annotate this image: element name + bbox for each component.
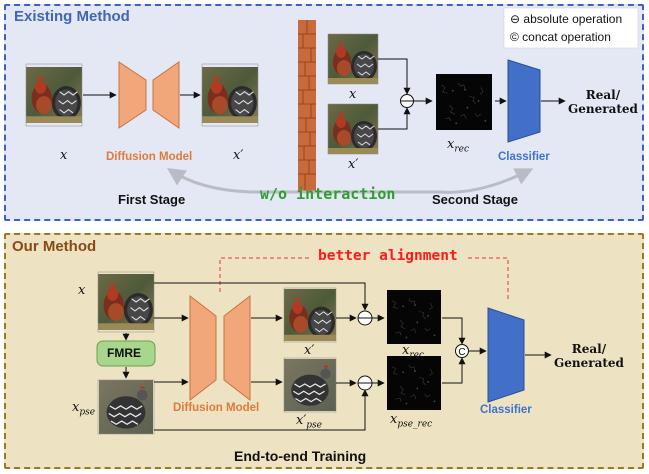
alignment-line-right bbox=[468, 257, 509, 300]
fmre-label: FMRE bbox=[107, 346, 141, 360]
residual-image-xrec bbox=[435, 74, 493, 130]
arrow-x-bypass-to-absolute bbox=[154, 282, 369, 311]
bottom-input-image-x bbox=[97, 271, 155, 333]
classifier-bottom bbox=[487, 307, 525, 403]
pseudo-image-xpse bbox=[97, 379, 155, 435]
label-xrec-bottom-sub: rec bbox=[409, 350, 425, 361]
absolute-operation-icon-lower bbox=[357, 375, 373, 391]
svg-text:C: C bbox=[458, 347, 465, 358]
arrow-xpse-rec-to-concat bbox=[442, 357, 466, 384]
our-method-title: Our Method bbox=[12, 238, 97, 255]
label-classifier-bottom: Classifier bbox=[480, 404, 532, 416]
label-xprime-pse: x′pse bbox=[296, 413, 323, 431]
label-xpse-rec-sub: pse_rec bbox=[397, 419, 433, 430]
diffusion-model-top bbox=[118, 61, 180, 129]
output-generated-top: Generated bbox=[568, 102, 638, 116]
bottom-residual-xrec bbox=[386, 290, 442, 344]
label-xpse-sub: pse bbox=[79, 407, 96, 418]
bottom-residual-xpse-rec bbox=[386, 356, 442, 410]
no-interaction-arc bbox=[167, 168, 534, 194]
concat-operation-icon: C bbox=[455, 344, 469, 358]
classifier-top bbox=[507, 59, 541, 143]
output-real-bottom: Real/ bbox=[571, 342, 607, 356]
label-xprime-pse-sub: pse bbox=[306, 420, 323, 431]
label-classifier-top: Classifier bbox=[498, 151, 550, 163]
output-real-generated-top: Real/ Generated bbox=[568, 88, 638, 116]
arrow-xprime-to-absolute bbox=[378, 107, 411, 130]
legend-concat-operation: © concat operation bbox=[510, 30, 611, 44]
alignment-line-left bbox=[219, 257, 310, 292]
label-diffusion-model-top: Diffusion Model bbox=[106, 151, 193, 163]
input-image-x bbox=[25, 63, 83, 127]
legend-box bbox=[503, 7, 639, 49]
label-xrec-top: xrec bbox=[447, 137, 470, 155]
label-stack-xprime: x′ bbox=[348, 157, 359, 172]
label-x-bottom: x bbox=[78, 283, 86, 298]
label-xpse: xpse bbox=[72, 400, 96, 418]
reconstructed-image-xprime bbox=[201, 63, 259, 127]
label-x-top: x bbox=[60, 148, 68, 163]
label-xpse-rec: xpse_rec bbox=[390, 412, 433, 430]
end-to-end-training-label: End-to-end Training bbox=[234, 448, 367, 464]
label-xrec-top-sub: rec bbox=[454, 144, 470, 155]
existing-method-title: Existing Method bbox=[14, 8, 130, 25]
arrow-xrec-to-concat bbox=[442, 317, 466, 345]
second-stage-label: Second Stage bbox=[432, 192, 518, 207]
label-xrec-bottom: xrec bbox=[402, 343, 425, 361]
legend-absolute-operation: ⊖ absolute operation bbox=[510, 12, 623, 26]
label-xprime-top: x′ bbox=[233, 148, 244, 163]
output-real-generated-bottom: Real/ Generated bbox=[554, 342, 624, 370]
arrow-x-to-absolute bbox=[378, 58, 411, 95]
stage-separator-wall bbox=[298, 20, 316, 192]
bottom-image-xprime-pse bbox=[283, 357, 337, 413]
second-stage-image-x bbox=[327, 33, 379, 85]
label-diffusion-model-bottom: Diffusion Model bbox=[173, 402, 260, 414]
bottom-image-xprime bbox=[283, 287, 337, 343]
absolute-operation-icon-upper bbox=[357, 310, 373, 326]
output-generated-bottom: Generated bbox=[554, 356, 624, 370]
arrow-xpse-bypass-to-absolute bbox=[154, 389, 369, 431]
label-stack-x: x bbox=[349, 87, 357, 102]
diffusion-model-bottom bbox=[189, 294, 251, 402]
fmre-module bbox=[96, 340, 156, 367]
output-real-top: Real/ bbox=[585, 88, 621, 102]
first-stage-label: First Stage bbox=[118, 192, 186, 207]
wo-interaction-label: w/o interaction bbox=[260, 185, 396, 203]
better-alignment-label: better alignment bbox=[318, 248, 458, 264]
label-xprime-bottom: x′ bbox=[304, 343, 315, 358]
absolute-operation-icon bbox=[400, 94, 414, 108]
second-stage-image-xprime bbox=[327, 103, 379, 155]
